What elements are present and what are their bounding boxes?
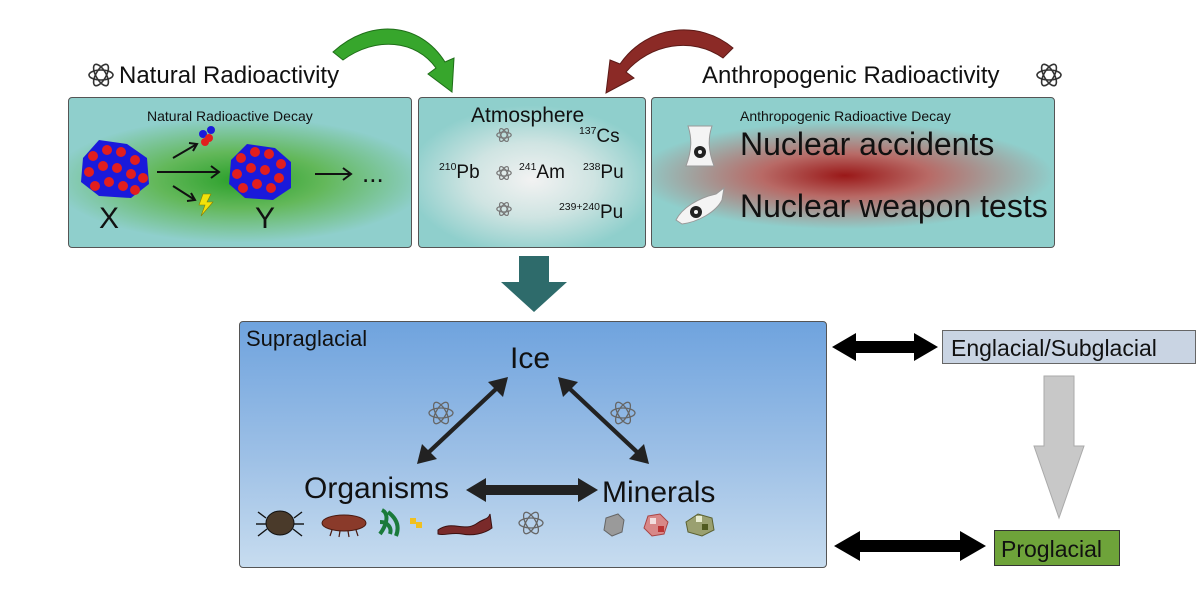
mite-icon [256,510,304,537]
supraglacial-englacial-double-arrow [832,333,938,361]
mineral-red-icon [643,513,669,537]
mineral-green-icon [685,513,715,537]
tardigrade-icon [321,514,367,538]
atom-icon [496,165,512,181]
daughter-label: Y [255,202,276,235]
algae-icon [378,508,422,537]
supraglacial-title: Supraglacial [246,326,368,351]
isotope-pu238: 238Pu [583,162,624,183]
alpha-particle [199,126,215,146]
gamma-lightning [198,193,214,217]
atom-icon [610,401,636,425]
mineral-gray-icon [603,513,625,537]
atom-icon [518,511,544,535]
anthropogenic-radioactivity-title: Anthropogenic Radioactivity [702,62,1000,89]
atom-icon [1034,60,1064,90]
decay-illustration [81,126,353,217]
nuclear-plant-icon [685,125,715,167]
ice-node: Ice [510,342,551,375]
proglacial-label: Proglacial [1001,536,1102,562]
ice-minerals-double-arrow [558,377,649,464]
anthropogenic-to-atmosphere-arrow [605,29,734,94]
natural-radioactivity-title: Natural Radioactivity [119,62,340,89]
ice-organisms-double-arrow [417,377,508,464]
decay-continuation: ... [362,158,384,188]
anthropogenic-decay-title: Anthropogenic Radioactive Decay [740,108,951,124]
isotope-cs137: 137Cs [579,126,620,147]
supraglacial-panel: Supraglacial Ice Organisms Minerals [239,321,827,568]
isotope-pu239-240: 239+240Pu [559,202,624,223]
organisms-node: Organisms [304,472,450,505]
anthropogenic-decay-panel: Anthropogenic Radioactive Decay Nuclear … [651,97,1055,248]
nuclear-bomb-icon [675,186,725,225]
englacial-box: Englacial/Subglacial [942,330,1196,364]
nuclear-weapon-tests-label: Nuclear weapon tests [740,188,1048,224]
proglacial-box: Proglacial [994,530,1120,566]
organisms-minerals-double-arrow [466,478,598,502]
atom-icon [496,201,512,217]
worm-icon [437,513,493,536]
atmosphere-to-supraglacial-arrow [501,256,567,312]
nuclear-accidents-label: Nuclear accidents [740,126,995,162]
englacial-label: Englacial/Subglacial [951,335,1157,361]
isotope-pb210: 210Pb [439,162,480,183]
natural-to-atmosphere-arrow [332,28,455,93]
atmosphere-panel: Atmosphere 137Cs 210Pb 241Am 238Pu 239+2… [418,97,646,248]
parent-nucleus [81,140,149,198]
atom-icon [428,401,454,425]
natural-decay-title: Natural Radioactive Decay [147,108,313,124]
atom-icon [86,60,116,90]
supraglacial-network [256,377,715,538]
atom-icon [496,127,512,143]
minerals-node: Minerals [602,476,716,509]
parent-label: X [99,202,120,235]
supraglacial-proglacial-double-arrow [834,531,986,561]
englacial-to-proglacial-arrow [1033,375,1085,520]
isotope-am241: 241Am [519,162,565,183]
natural-decay-panel: Natural Radioactive Decay [68,97,412,248]
atmosphere-title: Atmosphere [471,104,585,127]
daughter-nucleus [229,144,291,200]
